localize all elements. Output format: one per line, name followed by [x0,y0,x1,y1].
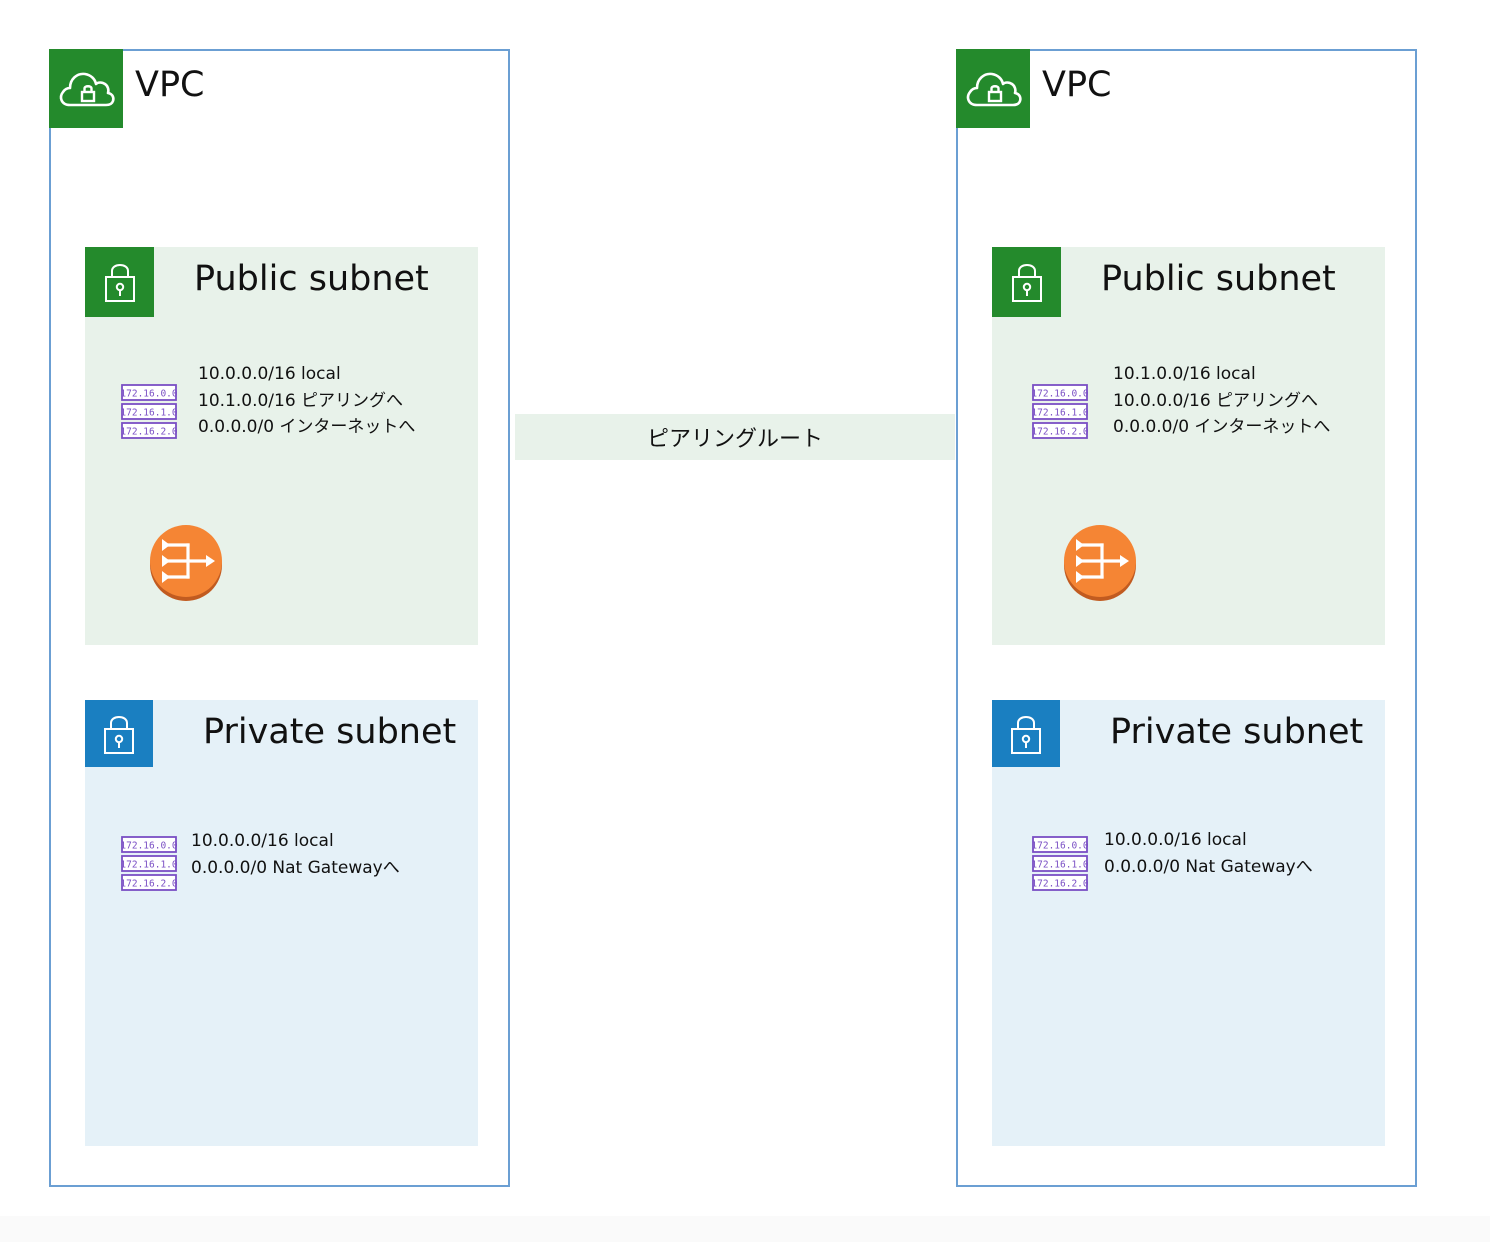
bottom-strip [0,1216,1490,1242]
route-table-icon-label: 172.16.2.0 [121,427,177,438]
route-entry: 10.0.0.0/16 local [191,831,334,851]
lock-icon [992,700,1060,767]
route-table-icon-label: 172.16.2.0 [1032,879,1088,890]
route-table-entries: 10.0.0.0/16 local 0.0.0.0/0 Nat Gatewayへ [1104,827,1313,880]
route-entry: 10.1.0.0/16 ピアリングへ [198,390,404,411]
route-table-icon-label: 172.16.1.0 [121,408,177,419]
lock-icon [992,247,1061,317]
lock-icon [85,247,154,317]
vpc-title: VPC [1042,65,1112,105]
route-table-icon-label: 172.16.0.0 [1032,389,1088,400]
route-entry: 0.0.0.0/0 インターネットへ [1113,417,1331,437]
route-entry: 10.0.0.0/16 local [198,364,341,384]
route-table-entries: 10.0.0.0/16 local 10.1.0.0/16 ピアリングへ 0.0… [198,361,415,441]
vpc-right[interactable]: VPC Public subnet 172.16.0.0 172.16.1.0 … [956,49,1417,1187]
route-table-entries: 10.0.0.0/16 local 0.0.0.0/0 Nat Gatewayへ [191,828,400,881]
route-entry: 0.0.0.0/0 Nat Gatewayへ [1104,856,1313,877]
subnet-title: Public subnet [1101,259,1336,299]
route-table-entries: 10.1.0.0/16 local 10.0.0.0/16 ピアリングへ 0.0… [1113,361,1330,441]
subnet-title: Private subnet [1110,712,1364,752]
vpc-cloud-icon [956,49,1030,128]
route-table-icon-label: 172.16.2.0 [1032,427,1088,438]
subnet-title: Public subnet [194,259,429,299]
private-subnet[interactable]: Private subnet 172.16.0.0 172.16.1.0 172… [992,700,1385,1146]
route-table-icon-label: 172.16.1.0 [1032,860,1088,871]
route-entry: 10.0.0.0/16 ピアリングへ [1113,390,1319,411]
route-table-icon: 172.16.0.0 172.16.1.0 172.16.2.0 [1032,836,1088,891]
route-table-icon: 172.16.0.0 172.16.1.0 172.16.2.0 [121,836,177,891]
nat-gateway-icon [1064,525,1136,601]
lock-icon [85,700,153,767]
vpc-left[interactable]: VPC Public subnet 172.16.0.0 172.16.1.0 … [49,49,510,1187]
route-table-icon-label: 172.16.0.0 [121,389,177,400]
public-subnet[interactable]: Public subnet 172.16.0.0 172.16.1.0 172.… [992,247,1385,645]
route-table-icon: 172.16.0.0 172.16.1.0 172.16.2.0 [121,384,177,439]
private-subnet[interactable]: Private subnet 172.16.0.0 172.16.1.0 172… [85,700,478,1146]
peering-route[interactable]: ピアリングルート [515,414,955,460]
vpc-title: VPC [135,65,205,105]
route-table-icon-label: 172.16.2.0 [121,879,177,890]
route-entry: 10.0.0.0/16 local [1104,830,1247,850]
route-table-icon-label: 172.16.1.0 [1032,408,1088,419]
public-subnet[interactable]: Public subnet 172.16.0.0 172.16.1.0 172.… [85,247,478,645]
route-table-icon-label: 172.16.0.0 [121,841,177,852]
route-entry: 10.1.0.0/16 local [1113,364,1256,384]
route-table-icon-label: 172.16.1.0 [121,860,177,871]
subnet-title: Private subnet [203,712,457,752]
route-entry: 0.0.0.0/0 インターネットへ [198,417,416,437]
route-entry: 0.0.0.0/0 Nat Gatewayへ [191,857,400,878]
route-table-icon: 172.16.0.0 172.16.1.0 172.16.2.0 [1032,384,1088,439]
route-table-icon-label: 172.16.0.0 [1032,841,1088,852]
peering-route-label: ピアリングルート [646,427,823,452]
vpc-cloud-icon [49,49,123,128]
nat-gateway-icon [150,525,222,601]
